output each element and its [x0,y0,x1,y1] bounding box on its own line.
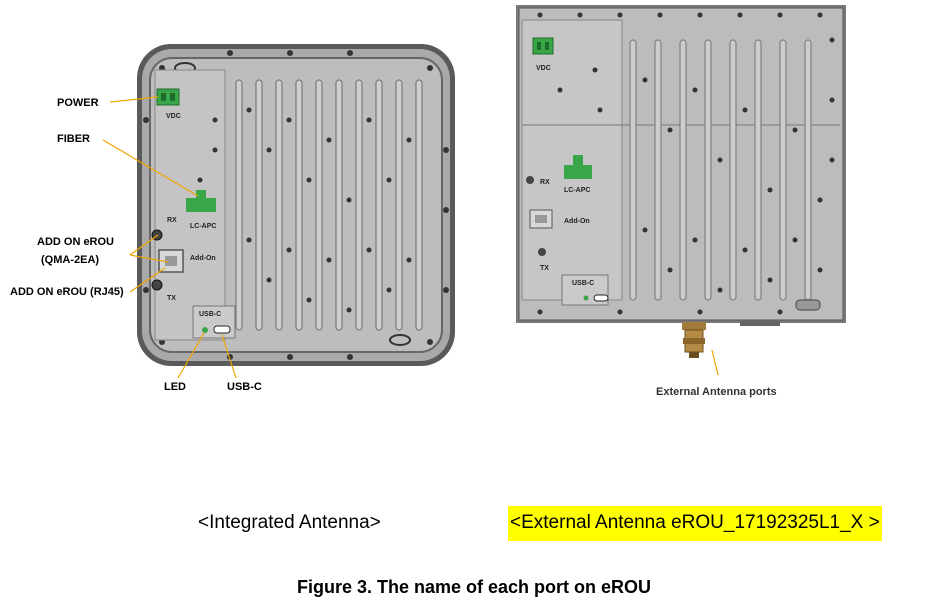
panel-label-usb-c-right: USB-C [572,280,594,287]
power-connector [156,88,180,106]
panel-label-rx-right: RX [540,179,550,186]
panel-label-usb-c: USB-C [199,311,221,318]
panel-label-tx-right: TX [540,265,549,272]
callout-led: LED [164,381,186,393]
callout-add-on-rj45: ADD ON eROU (RJ45) [10,286,124,298]
heatsink-fins-right [629,39,812,301]
led-indicator-right [583,295,589,301]
panel-label-vdc-right: VDC [536,65,551,72]
panel-label-lc-apc: LC-APC [190,223,216,230]
external-antenna-device: VDC LC-APC RX Add-On TX USB-C External A… [516,5,846,398]
callout-add-on-qma-line2: (QMA-2EA) [41,254,100,266]
callout-power: POWER [57,97,99,109]
lc-apc-connector [186,198,216,212]
panel-label-add-on-right: Add-On [564,218,590,225]
integrated-antenna-device: VDC LC-APC RX Add-On TX USB-C [102,44,455,379]
usb-c-port [213,325,231,334]
panel-label-lc-apc-right: LC-APC [564,187,590,194]
caption-integrated-antenna: <Integrated Antenna> [198,512,381,533]
figure-caption: Figure 3. The name of each port on eROU [296,577,652,597]
edge-screws [143,50,449,360]
caption-external-wrapper: <External Antenna eROU_17192325L1_X > [508,506,882,541]
external-antenna-connector [682,322,706,358]
callout-lines [102,96,237,379]
callout-fiber: FIBER [57,133,90,145]
panel-label-vdc: VDC [166,113,181,120]
led-indicator [202,327,208,333]
panel-label-tx: TX [167,295,176,302]
callout-usbc: USB-C [227,381,262,393]
tx-port-right [538,248,546,256]
rx-port-right [526,176,534,184]
power-connector-right [532,37,554,55]
lc-apc-connector-right [564,165,592,179]
callout-add-on-qma-line1: ADD ON eROU [37,236,115,248]
tx-port [151,279,163,291]
callout-external-antenna-ports: External Antenna ports [656,386,777,398]
usb-c-port-right [593,294,609,302]
panel-label-add-on: Add-On [190,255,216,262]
panel-label-rx: RX [167,217,177,224]
heatsink-fins [235,79,423,331]
caption-external-antenna: <External Antenna eROU_17192325L1_X > [508,506,882,541]
